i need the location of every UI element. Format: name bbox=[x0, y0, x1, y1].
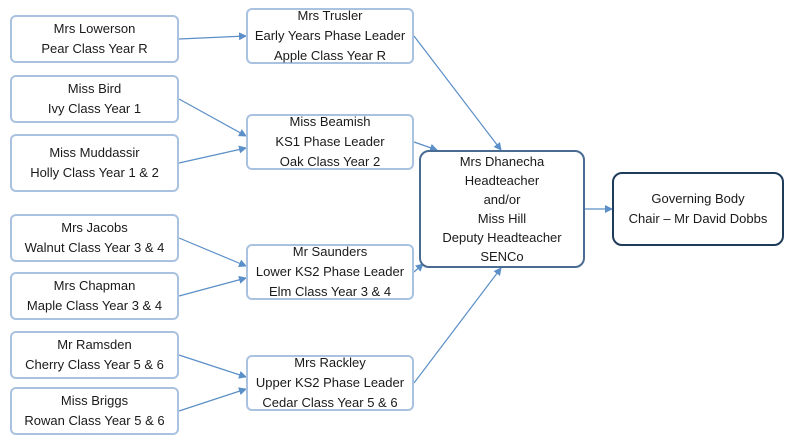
leader-role: Early Years Phase Leader bbox=[254, 28, 406, 43]
teacher-class: Cherry Class Year 5 & 6 bbox=[25, 357, 164, 372]
connector-arrow-lowerson-to-trusler bbox=[178, 32, 247, 41]
head-line: Headteacher bbox=[464, 173, 540, 188]
teacher-box-bird: Miss Bird Ivy Class Year 1 bbox=[10, 75, 179, 123]
leader-name: Miss Beamish bbox=[289, 114, 371, 129]
leader-role: KS1 Phase Leader bbox=[275, 134, 385, 149]
phase-leader-box-saunders: Mr Saunders Lower KS2 Phase Leader Elm C… bbox=[246, 244, 414, 300]
teacher-class: Holly Class Year 1 & 2 bbox=[30, 165, 159, 180]
leader-name: Mr Saunders bbox=[292, 244, 368, 259]
teacher-name: Miss Muddassir bbox=[49, 145, 140, 160]
governing-chair: Chair – Mr David Dobbs bbox=[628, 211, 768, 226]
leader-role: Upper KS2 Phase Leader bbox=[255, 375, 405, 390]
head-line: and/or bbox=[483, 192, 521, 207]
teacher-box-jacobs: Mrs Jacobs Walnut Class Year 3 & 4 bbox=[10, 214, 179, 262]
leader-class: Cedar Class Year 5 & 6 bbox=[262, 395, 398, 410]
teacher-name: Mrs Jacobs bbox=[61, 220, 128, 235]
teacher-box-briggs: Miss Briggs Rowan Class Year 5 & 6 bbox=[10, 387, 179, 435]
head-line: Deputy Headteacher bbox=[442, 230, 562, 245]
teacher-class: Ivy Class Year 1 bbox=[47, 101, 142, 116]
headteacher-box: Mrs Dhanecha Headteacher and/or Miss Hil… bbox=[419, 150, 585, 268]
leader-class: Elm Class Year 3 & 4 bbox=[268, 284, 392, 299]
teacher-box-muddassir: Miss Muddassir Holly Class Year 1 & 2 bbox=[10, 134, 179, 192]
connector-arrow-rackley-to-head bbox=[413, 267, 502, 384]
connector-arrow-briggs-to-rackley bbox=[178, 387, 247, 412]
leader-name: Mrs Rackley bbox=[294, 355, 366, 370]
phase-leader-box-beamish: Miss Beamish KS1 Phase Leader Oak Class … bbox=[246, 114, 414, 170]
connector-arrow-beamish-to-head bbox=[413, 141, 438, 152]
teacher-class: Maple Class Year 3 & 4 bbox=[26, 298, 163, 313]
teacher-name: Miss Bird bbox=[67, 81, 122, 96]
head-line: Mrs Dhanecha bbox=[459, 154, 545, 169]
connector-arrow-ramsden-to-rackley bbox=[178, 354, 247, 379]
teacher-name: Miss Briggs bbox=[60, 393, 129, 408]
head-line: SENCo bbox=[480, 249, 524, 264]
leader-class: Apple Class Year R bbox=[273, 48, 386, 63]
teacher-name: Mr Ramsden bbox=[57, 337, 132, 352]
leader-class: Oak Class Year 2 bbox=[279, 154, 381, 169]
governing-title: Governing Body bbox=[651, 191, 745, 206]
teacher-box-lowerson: Mrs Lowerson Pear Class Year R bbox=[10, 15, 179, 63]
teacher-class: Pear Class Year R bbox=[41, 41, 148, 56]
connector-arrow-jacobs-to-saunders bbox=[178, 237, 247, 267]
teacher-box-chapman: Mrs Chapman Maple Class Year 3 & 4 bbox=[10, 272, 179, 320]
connector-arrow-bird-to-beamish bbox=[178, 98, 247, 137]
phase-leader-box-trusler: Mrs Trusler Early Years Phase Leader App… bbox=[246, 8, 414, 64]
governing-body-box: Governing Body Chair – Mr David Dobbs bbox=[612, 172, 784, 246]
connector-arrow-chapman-to-saunders bbox=[178, 275, 247, 297]
phase-leader-box-rackley: Mrs Rackley Upper KS2 Phase Leader Cedar… bbox=[246, 355, 414, 411]
teacher-name: Mrs Chapman bbox=[53, 278, 136, 293]
connector-arrow-muddassir-to-beamish bbox=[178, 145, 247, 164]
leader-name: Mrs Trusler bbox=[297, 8, 363, 23]
leader-role: Lower KS2 Phase Leader bbox=[255, 264, 405, 279]
head-line: Miss Hill bbox=[477, 211, 527, 226]
teacher-class: Rowan Class Year 5 & 6 bbox=[24, 413, 165, 428]
teacher-box-ramsden: Mr Ramsden Cherry Class Year 5 & 6 bbox=[10, 331, 179, 379]
teacher-name: Mrs Lowerson bbox=[53, 21, 136, 36]
connector-arrow-trusler-to-head bbox=[413, 35, 502, 151]
teacher-class: Walnut Class Year 3 & 4 bbox=[24, 240, 165, 255]
